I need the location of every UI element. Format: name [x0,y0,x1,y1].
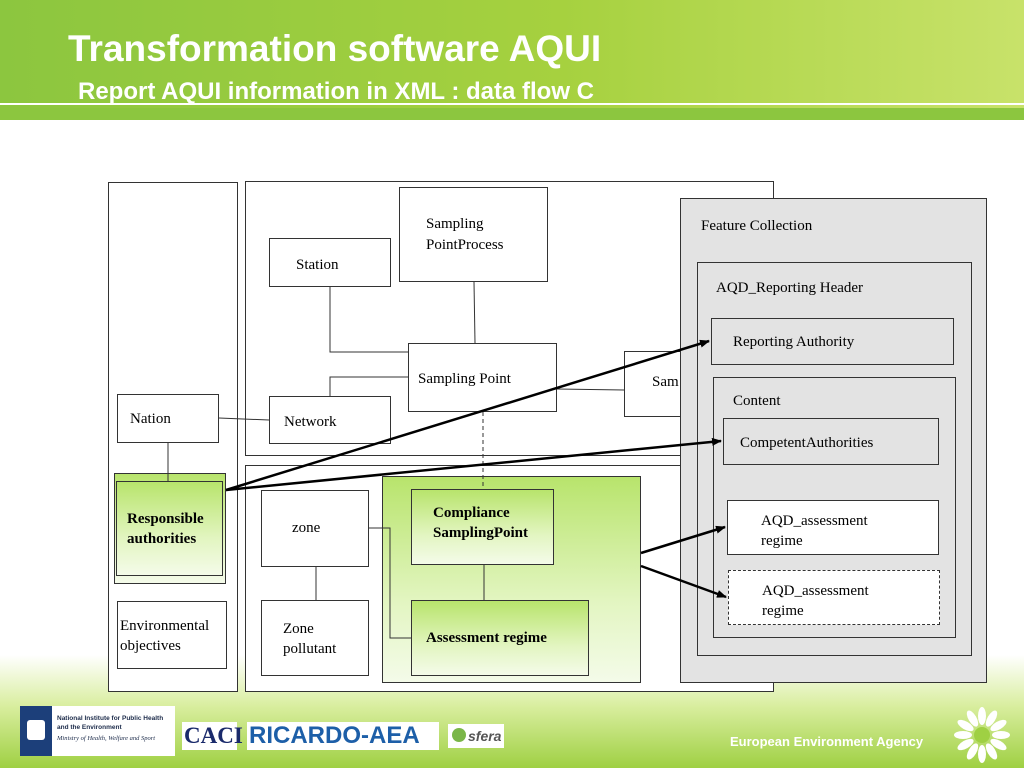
zone-pollutant-label-2: pollutant [283,641,337,657]
rivm-emblem-icon [20,706,52,756]
station-label: Station [296,257,339,273]
compliance-sampling-point-label-2: SamplingPoint [433,525,529,541]
process-link [473,281,476,344]
network-box: Network [269,396,391,444]
compliance-sampling-point-label-1: Compliance [433,505,510,521]
zone-pollutant-box: Zone pollutant [261,600,369,676]
arrow-to-aqd-assessment-regime-2 [640,564,727,599]
zone-regime-link [369,527,411,639]
header-band [0,0,1024,120]
header-bottom-band [0,108,1024,120]
sfera-logo-text: sfera [468,728,502,744]
nation-network-link [218,417,270,421]
network-label: Network [284,414,337,430]
aqd-assessment-regime-1-label-1: AQD_assessment [761,513,868,529]
sampling-point-label: Sampling Point [418,371,511,387]
environmental-objectives-box: Environmental objectives [117,601,227,669]
content-label: Content [733,393,781,409]
station-box: Station [269,238,391,287]
assessment-regime-label: Assessment regime [426,630,547,646]
ricardo-aea-logo: RICARDO-AEA [247,722,439,750]
aqd-assessment-regime-box-2: AQD_assessment regime [728,570,940,625]
responsible-authorities-label-1: Responsible [127,511,204,527]
zone-label: zone [292,520,321,536]
aqd-assessment-regime-2-label-2: regime [762,603,804,619]
station-link [329,287,409,353]
aqd-assessment-regime-2-label-1: AQD_assessment [762,583,869,599]
responsible-authorities-box: Responsible authorities [116,481,223,576]
arrow-to-competent-authorities [225,437,722,492]
ricardo-aea-logo-text: RICARDO-AEA [249,722,420,749]
sampling-point-process-box: Sampling PointProcess [399,187,548,282]
sample-label: Sam [652,374,679,390]
rivm-text-line-1: National Institute for Public Health [57,715,164,722]
environmental-objectives-label-1: Environmental [120,618,210,634]
rivm-logo: National Institute for Public Health and… [20,706,175,756]
competent-authorities-box: CompetentAuthorities [723,418,939,465]
caci-logo-text: CACI [184,723,243,748]
aqd-assessment-regime-1-label-2: regime [761,533,803,549]
nation-box: Nation [117,394,219,443]
feature-collection-label: Feature Collection [701,218,813,234]
environmental-objectives-label-2: objectives [120,638,181,654]
eea-label: European Environment Agency [730,734,924,749]
zone-pollutant-label-1: Zone [283,621,314,637]
reporting-authority-box: Reporting Authority [711,318,954,365]
sample-link [556,388,625,391]
caci-logo: CACI [182,722,243,750]
assessment-regime-box: Assessment regime [411,600,589,676]
sampling-point-process-label-1: Sampling [426,216,484,232]
aqd-assessment-regime-box-1: AQD_assessment regime [727,500,939,555]
arrow-to-reporting-authority [225,339,710,492]
responsible-authorities-label-2: authorities [127,531,197,547]
reporting-authority-label: Reporting Authority [733,334,855,350]
nation-label: Nation [130,411,171,427]
competent-authorities-label: CompetentAuthorities [740,435,874,451]
arrow-to-aqd-assessment-regime-1 [640,525,726,555]
header-divider [0,103,1024,105]
zone-box: zone [261,490,369,567]
rivm-text-line-2: and the Environment [57,724,122,731]
compliance-sampling-point-box: Compliance SamplingPoint [411,489,554,565]
slide-title: Transformation software AQUI [68,28,602,69]
sfera-leaf-icon [452,728,466,742]
reporting-header-label: AQD_Reporting Header [716,280,864,296]
rivm-text-line-3: Ministry of Health, Welfare and Sport [57,735,156,742]
sfera-logo: sfera [448,724,504,748]
slide-subtitle: Report AQUI information in XML : data fl… [78,78,594,104]
network-link [329,376,409,396]
sampling-point-box: Sampling Point [408,343,557,412]
sampling-point-process-label-2: PointProcess [426,237,504,253]
eea-sun-icon [954,707,1010,763]
